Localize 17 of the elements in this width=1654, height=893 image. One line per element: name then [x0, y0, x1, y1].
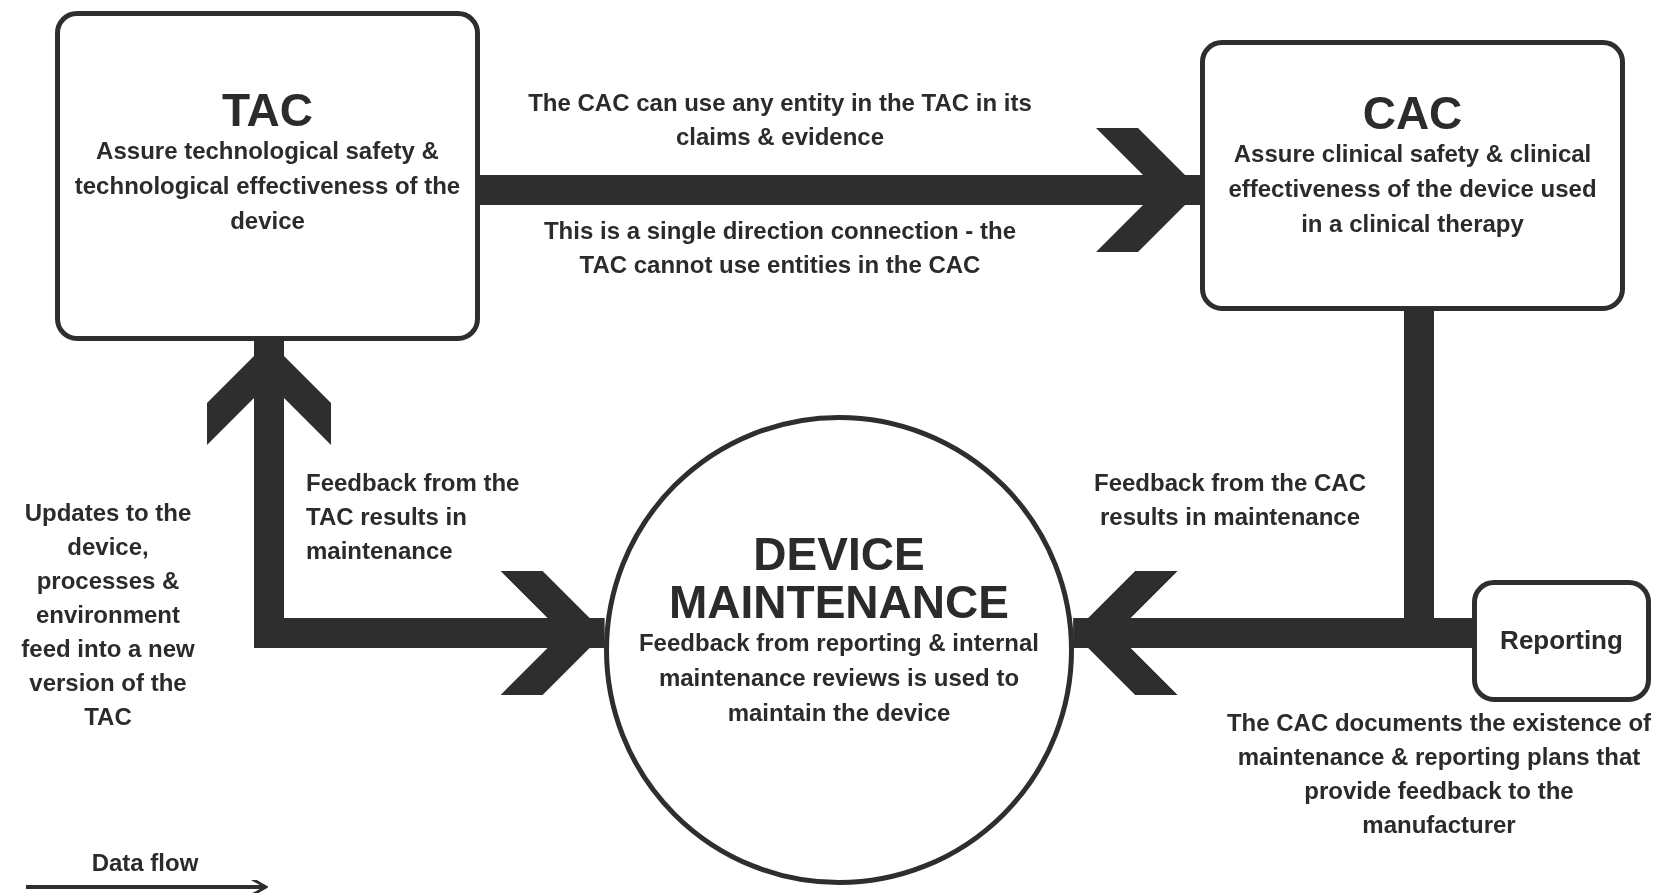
node-title: TAC: [221, 86, 314, 135]
edge-label: Feedback from the TAC results in maintenance: [306, 468, 521, 567]
legend-label: Data flow: [90, 848, 200, 878]
node-title: DEVICE MAINTENANCE: [668, 529, 1010, 627]
node-description: Assure clinical safety & clinical effectiveness of the device used in a clinical therapy: [1227, 139, 1598, 239]
note-text: The CAC documents the existence of maintenance & reporting plans that provide feedback to the manufacturer: [1225, 708, 1653, 841]
edge-label: The CAC can use any entity in the TAC in its claims & evidence: [527, 88, 1033, 153]
edge-label: Feedback from the CAC results in maintenance: [1092, 468, 1368, 533]
note-text: This is a single direction connection - the TAC cannot use entities in the CAC: [542, 216, 1018, 281]
node-description: Assure technological safety & technological effectiveness of the device: [73, 136, 462, 236]
node-title: CAC: [1362, 89, 1463, 138]
process-box: [55, 11, 480, 341]
node-title: Reporting: [1500, 627, 1623, 655]
process-box: [1472, 580, 1651, 702]
note-text: Updates to the device, processes & environment feed into a new version of the TAC: [20, 498, 196, 733]
process-box: [1200, 40, 1625, 311]
node-description: Feedback from reporting & internal maintenance reviews is used to maintain the device: [637, 628, 1041, 728]
